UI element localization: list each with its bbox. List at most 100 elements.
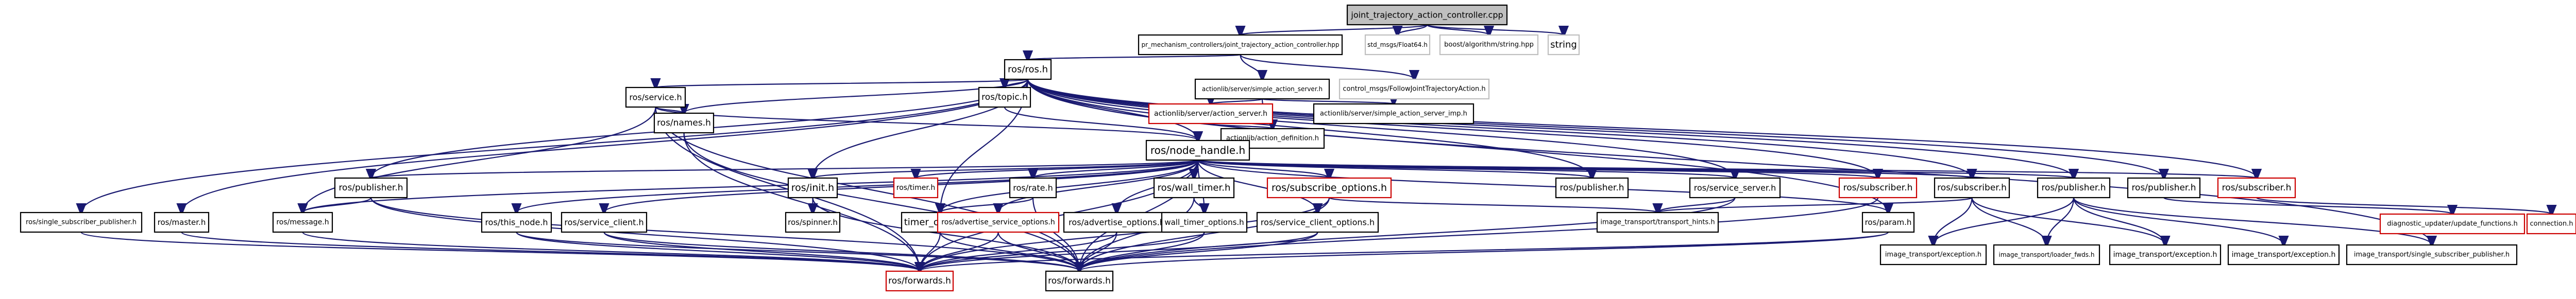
node-service-server[interactable]: ros/service_server.h <box>1689 177 1781 199</box>
edge-publisher_r-to-it_exc3 <box>2073 197 2284 245</box>
node-spinner-h[interactable]: ros/spinner.h <box>785 212 841 233</box>
node-label: ros/rate.h <box>1013 183 1053 193</box>
edge-node_handle-to-timer_red <box>916 159 1199 178</box>
node-sub-opts[interactable]: ros/subscribe_options.h <box>1266 177 1392 199</box>
node-forwards-red[interactable]: ros/forwards.h <box>885 270 954 292</box>
edge-rate_h-to-timer_options <box>940 197 1034 213</box>
node-box <box>1934 177 2010 199</box>
edge-ros_h-to-param_h <box>1027 79 1888 213</box>
node-publisher-r2[interactable]: ros/publisher.h <box>2127 177 2201 199</box>
node-timer-red[interactable]: ros/timer.h <box>893 177 939 199</box>
node-it-single-pub[interactable]: image_transport/single_subscriber_publis… <box>2346 244 2518 266</box>
edge-subscriber_h-to-loader_fwds <box>1971 197 2047 245</box>
node-label: diagnostic_updater/update_functions.h <box>2387 220 2518 228</box>
node-label: image_transport/exception.h <box>1885 251 1981 259</box>
node-single-sub-pub[interactable]: ros/single_subscriber_publisher.h <box>20 212 143 233</box>
node-subscriber-red[interactable]: ros/subscriber.h <box>1838 177 1918 199</box>
edge-subscriber_red-to-forwards_h <box>1079 197 1879 271</box>
node-subscriber-h[interactable]: ros/subscriber.h <box>1934 177 2010 199</box>
node-box <box>1689 177 1781 199</box>
node-param-h[interactable]: ros/param.h <box>1861 212 1915 233</box>
node-jtac-hpp[interactable]: pr_mechanism_controllers/joint_trajector… <box>1138 34 1343 56</box>
node-label: image_transport/exception.h <box>2232 251 2336 259</box>
node-box <box>1161 212 1248 233</box>
node-boost-algo[interactable]: boost/algorithm/string.hpp <box>1439 34 1539 56</box>
node-label: ros/service_client.h <box>564 218 643 228</box>
node-rate-h[interactable]: ros/rate.h <box>1009 177 1057 199</box>
node-label: joint_trajectory_action_controller.cpp <box>1350 10 1503 21</box>
edge-ros_h-to-subscriber_h <box>1027 79 1972 178</box>
edge-root-to-string <box>1426 24 1564 35</box>
node-label: image_transport/single_subscriber_publis… <box>2354 251 2510 259</box>
node-transport-hints[interactable]: image_transport/transport_hints.h <box>1596 212 1719 233</box>
node-label: connection.h <box>2530 220 2573 228</box>
node-publisher-r[interactable]: ros/publisher.h <box>2037 177 2111 199</box>
node-label: pr_mechanism_controllers/joint_trajector… <box>1141 41 1339 48</box>
node-node-handle[interactable]: ros/node_handle.h <box>1145 139 1250 161</box>
edge-node_handle-to-rate_h <box>1033 159 1199 178</box>
node-box <box>1063 212 1171 233</box>
node-this-node[interactable]: ros/this_node.h <box>481 212 552 233</box>
node-names-h[interactable]: ros/names.h <box>653 112 715 134</box>
node-box <box>1993 244 2100 266</box>
node-sas-h[interactable]: actionlib/server/simple_action_server.h <box>1194 78 1330 100</box>
edge-subscriber_r2-to-connection_h <box>2256 197 2552 214</box>
node-init-h[interactable]: ros/init.h <box>787 177 838 199</box>
node-it-exc2[interactable]: image_transport/exception.h <box>2109 244 2222 266</box>
node-box <box>1266 177 1392 199</box>
edge-ros_h-to-master_h <box>182 79 1029 213</box>
node-sas-imp[interactable]: actionlib/server/simple_action_server_im… <box>1313 103 1475 125</box>
edge-jtac_hpp-to-sas_h <box>1240 54 1263 79</box>
node-fjta[interactable]: control_msgs/FollowJointTrajectoryAction… <box>1338 78 1490 100</box>
node-label: ros/service_client_options.h <box>1261 218 1375 228</box>
edge-subscriber_h-to-transport_hints <box>1658 197 1973 213</box>
node-topic-h[interactable]: ros/topic.h <box>978 86 1031 108</box>
node-box <box>2227 244 2340 266</box>
node-service-h[interactable]: ros/service.h <box>625 86 686 108</box>
node-string[interactable]: string <box>1547 34 1580 56</box>
node-box <box>1346 4 1508 26</box>
edge-publisher_r2-to-diag_update <box>2163 197 2452 214</box>
edge-ros_h-to-service_server <box>1027 79 1735 178</box>
node-label: boost/algorithm/string.hpp <box>1444 41 1534 49</box>
edge-this_node-to-forwards_h <box>516 232 1080 271</box>
node-publisher-l[interactable]: ros/publisher.h <box>334 177 408 199</box>
edge-param_h-to-forwards_red <box>920 232 1889 271</box>
node-label: actionlib/server/action_server.h <box>1154 110 1267 118</box>
node-label: ros/forwards.h <box>1048 276 1111 286</box>
node-adv-srv-opts[interactable]: ros/advertise_service_options.h <box>937 212 1060 233</box>
node-label: ros/forwards.h <box>888 276 951 286</box>
node-root: joint_trajectory_action_controller.cpp <box>1346 4 1508 26</box>
node-label: ros/timer.h <box>896 184 935 192</box>
node-connection-h[interactable]: connection.h <box>2526 213 2576 235</box>
node-box <box>272 212 333 233</box>
node-label: ros/topic.h <box>981 92 1028 102</box>
node-srv-client-opts[interactable]: ros/service_client_options.h <box>1256 212 1379 233</box>
node-wall-timer-opts[interactable]: wall_timer_options.h <box>1161 212 1248 233</box>
node-box <box>154 212 210 233</box>
node-loader-fwds[interactable]: image_transport/loader_fwds.h <box>1993 244 2100 266</box>
node-box <box>481 212 552 233</box>
node-it-exc3[interactable]: image_transport/exception.h <box>2227 244 2340 266</box>
edge-publisher_l-to-message_h <box>303 197 372 213</box>
node-layer: joint_trajectory_action_controller.cpppr… <box>20 4 2576 292</box>
node-walltimer-h[interactable]: ros/wall_timer.h <box>1153 177 1235 199</box>
node-service-client[interactable]: ros/service_client.h <box>561 212 648 233</box>
node-adv-opts[interactable]: ros/advertise_options.h <box>1063 212 1171 233</box>
node-float64[interactable]: std_msgs/Float64.h <box>1364 34 1431 56</box>
edge-ros_h-to-single_sub_pub <box>81 79 1029 213</box>
node-box <box>1256 212 1379 233</box>
node-master-h[interactable]: ros/master.h <box>154 212 210 233</box>
node-diag-update[interactable]: diagnostic_updater/update_functions.h <box>2379 213 2526 235</box>
node-it-exc1[interactable]: image_transport/exception.h <box>1879 244 1987 266</box>
node-action-server[interactable]: actionlib/server/action_server.h <box>1148 103 1274 125</box>
node-label: ros/publisher.h <box>338 183 403 193</box>
edge-publisher_r-to-it_exc1 <box>1934 197 2075 245</box>
node-publisher-m[interactable]: ros/publisher.h <box>1555 177 1629 199</box>
node-forwards-h[interactable]: ros/forwards.h <box>1045 270 1114 292</box>
edge-wall_timer_opts-to-forwards_h <box>1079 232 1205 271</box>
node-message-h[interactable]: ros/message.h <box>272 212 333 233</box>
node-subscriber-r2[interactable]: ros/subscriber.h <box>2217 177 2296 199</box>
node-ros-h[interactable]: ros/ros.h <box>1004 59 1052 80</box>
